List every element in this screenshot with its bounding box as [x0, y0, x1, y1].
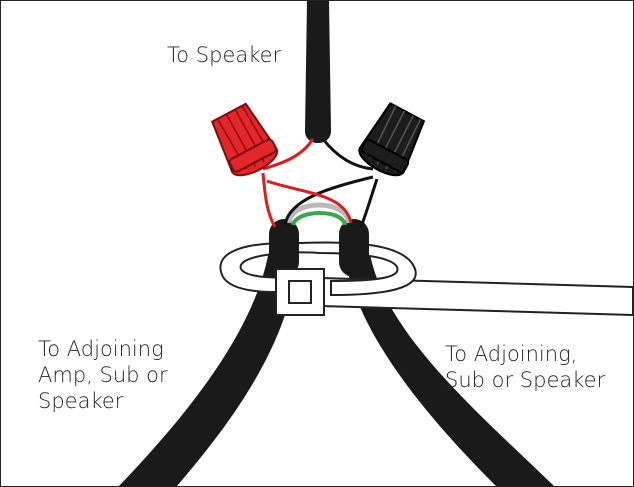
green-wire [291, 211, 347, 226]
black-wire-right-cable [359, 178, 379, 228]
label-to-adjoining-sub: To Adjoining, Sub or Speaker [445, 341, 625, 393]
left-cable-top [269, 219, 299, 277]
top-cable [305, 1, 331, 143]
label-to-adjoining-amp: To Adjoining Amp, Sub or Speaker [38, 336, 208, 414]
red-wire-nut-icon [210, 102, 278, 177]
label-line: Sub or Speaker [445, 368, 606, 392]
label-line: Speaker [38, 389, 124, 413]
red-wire-left-cable [261, 172, 277, 228]
red-wire-right-cable [266, 179, 353, 224]
label-to-speaker: To Speaker [167, 43, 282, 67]
cable-tie-icon [275, 268, 325, 316]
label-line: To Adjoining, [445, 342, 578, 366]
right-cable-top [339, 219, 369, 277]
label-line: Amp, Sub or [38, 363, 168, 387]
label-line: To Adjoining [38, 337, 164, 361]
red-wire-top [262, 138, 315, 171]
black-wire-nut-icon [358, 102, 426, 177]
gray-wire [286, 202, 352, 224]
black-wire-top [321, 138, 374, 171]
